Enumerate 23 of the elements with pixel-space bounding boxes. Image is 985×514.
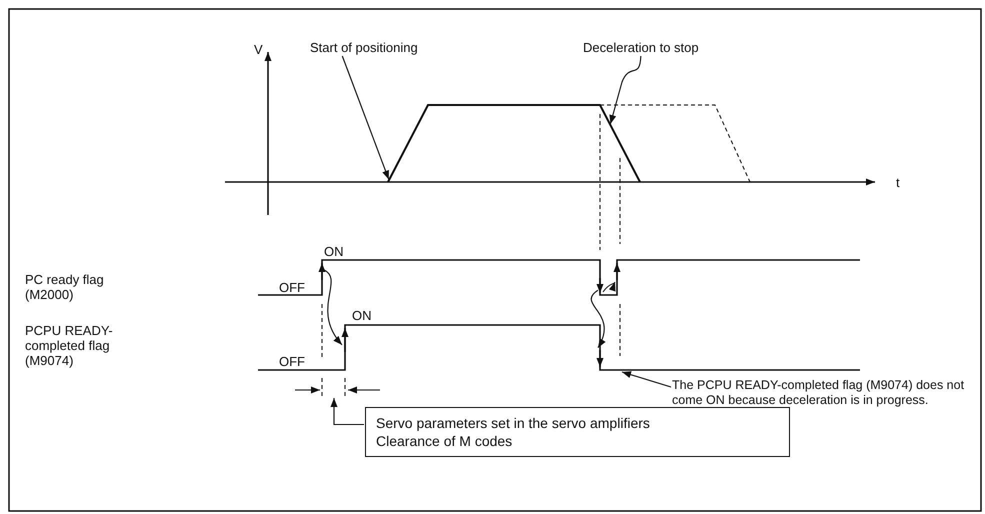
note-text: Clearance of M codes (376, 432, 512, 450)
leader-line (609, 56, 642, 124)
curved-arrow (324, 269, 342, 346)
state-label: ON (324, 244, 344, 259)
pc-ready-waveform (258, 259, 860, 296)
leader-line (330, 398, 364, 426)
signal-label: PCPU READY-completed flag (M9074) (25, 323, 114, 368)
leader-line (342, 56, 390, 180)
velocity-profile (387, 104, 641, 182)
axis-label: V (254, 42, 263, 57)
callout-text: Deceleration to stop (583, 40, 699, 55)
note-box (365, 407, 790, 457)
signal-label: PC ready flag (M2000) (25, 272, 105, 302)
leader-line (622, 371, 672, 388)
pcpu-ready-waveform (258, 324, 860, 371)
callout-text: Start of positioning (310, 40, 418, 55)
curved-arrow (590, 290, 606, 348)
axis-label: t (896, 175, 900, 190)
state-label: ON (352, 308, 372, 323)
callout-text: The PCPU READY-completed flag (M9074) does not come ON because deceleration is in progress. (672, 378, 966, 408)
note-text: Servo parameters set in the servo amplifiers (376, 414, 650, 432)
state-label: OFF (279, 280, 305, 295)
state-label: OFF (279, 354, 305, 369)
